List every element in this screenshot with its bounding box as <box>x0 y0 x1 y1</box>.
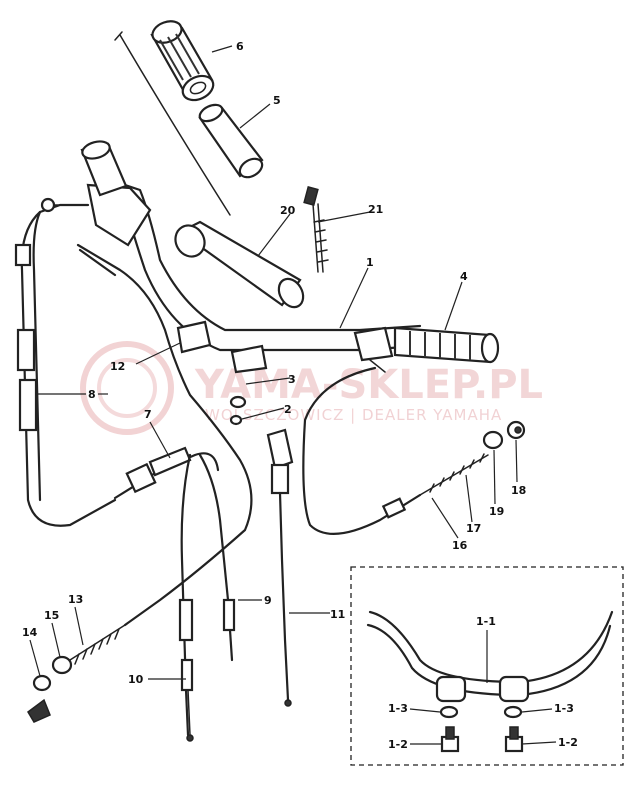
label-part-19: 19 <box>489 505 504 518</box>
label-part-17: 17 <box>466 522 481 535</box>
label-part-12: 12 <box>110 360 125 373</box>
label-part-5: 5 <box>273 94 281 107</box>
part-11-cable <box>266 428 294 707</box>
label-part-14: 14 <box>22 626 38 639</box>
label-part-10: 10 <box>128 673 144 686</box>
label-inset-1-1: 1-1 <box>476 615 496 628</box>
watermark-logo-inner-icon <box>97 358 157 418</box>
part-7-cable <box>113 446 220 500</box>
label-part-8: 8 <box>88 388 96 401</box>
part-13-spring <box>69 624 126 665</box>
label-part-11: 11 <box>330 608 345 621</box>
part-6-grip <box>150 20 215 102</box>
part-3-washer <box>229 395 247 409</box>
label-part-16: 16 <box>452 539 468 552</box>
label-part-1: 1 <box>366 256 374 269</box>
label-inset-1-2-right: 1-2 <box>558 736 578 749</box>
label-part-4: 4 <box>460 270 468 283</box>
part-10-cable <box>178 453 194 742</box>
label-inset-1-3-left: 1-3 <box>388 702 408 715</box>
part-1-handlebar <box>80 140 500 374</box>
label-inset-1-3-right: 1-3 <box>554 702 574 715</box>
part-labels: 6 5 20 21 1 4 12 8 7 3 2 9 10 11 13 15 1… <box>22 40 578 751</box>
part-2-bolt <box>229 414 243 426</box>
label-part-9: 9 <box>264 594 272 607</box>
part-20-grip-cover <box>174 220 305 309</box>
part-14-nut <box>27 674 52 723</box>
label-part-7: 7 <box>144 408 152 421</box>
watermark-logo-icon <box>80 341 174 435</box>
part-5-throttle-tube <box>198 103 264 179</box>
label-part-2: 2 <box>284 403 292 416</box>
part-16-cable <box>302 366 489 535</box>
label-part-3: 3 <box>288 373 296 386</box>
cable-guide-line <box>119 34 231 216</box>
part-15-fitting <box>51 655 73 675</box>
part-19-fitting <box>482 430 504 450</box>
leader-lines <box>29 45 557 745</box>
label-inset-1-2-left: 1-2 <box>388 738 408 751</box>
part-21-adjuster <box>303 186 329 273</box>
label-part-20: 20 <box>280 204 296 217</box>
label-part-21: 21 <box>368 203 383 216</box>
part-8-cable <box>14 197 117 527</box>
label-part-13: 13 <box>68 593 83 606</box>
label-part-15: 15 <box>44 609 59 622</box>
part-9-cable <box>198 453 236 662</box>
label-part-18: 18 <box>511 484 526 497</box>
watermark-subtitle: WOLSZCZOWICZ | DEALER YAMAHA <box>205 406 502 424</box>
label-part-6: 6 <box>236 40 244 53</box>
part-12-cable <box>76 243 253 627</box>
part-18-fitting <box>506 420 526 440</box>
inset-box <box>350 566 624 766</box>
